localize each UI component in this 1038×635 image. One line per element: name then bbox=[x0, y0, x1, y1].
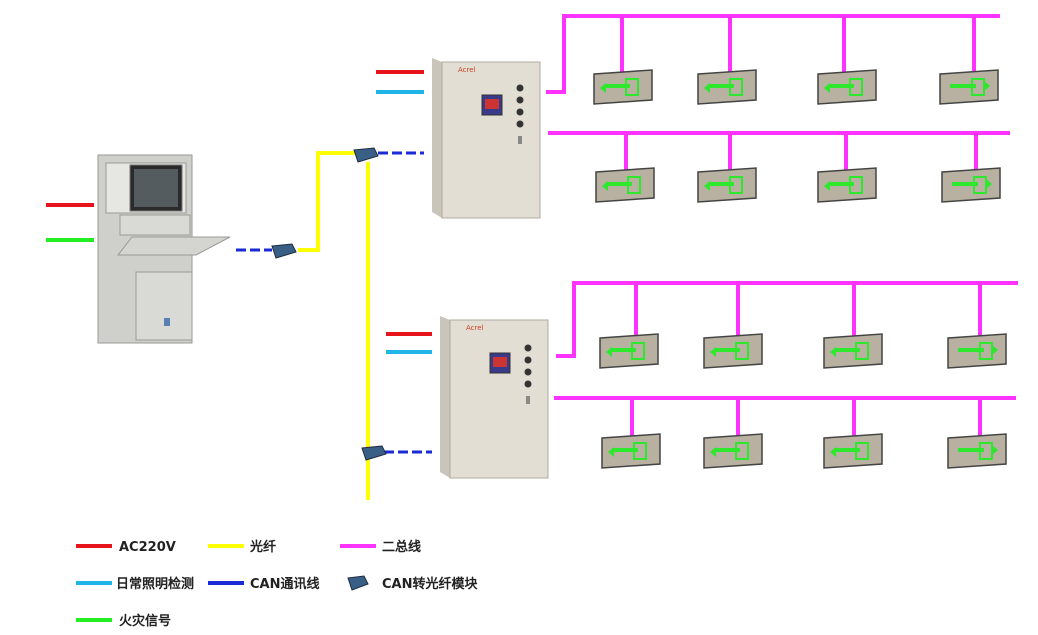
exit-signs bbox=[593, 69, 1007, 469]
distribution-cabinet-bottom: Acrel bbox=[440, 316, 549, 479]
legend-can: CAN通讯线 bbox=[250, 576, 319, 592]
bus-bottom-row1 bbox=[556, 281, 1018, 358]
legend: AC220V 光纤 二总线 日常照明检测 CAN通讯线 CAN转光纤模块 火灾信… bbox=[76, 539, 478, 629]
exit-sign-icon bbox=[601, 433, 661, 469]
can-fiber-converter-icon-2 bbox=[353, 147, 379, 163]
exit-sign-icon bbox=[947, 433, 1007, 469]
bus-drops bbox=[620, 16, 982, 436]
line-fiber-main bbox=[298, 151, 356, 252]
can-fiber-converter-icon-3 bbox=[361, 445, 387, 461]
distribution-cabinet-top: Acrel bbox=[432, 58, 541, 219]
exit-sign-icon bbox=[817, 167, 877, 203]
exit-sign-icon bbox=[703, 433, 763, 469]
exit-sign-icon bbox=[823, 333, 883, 369]
exit-sign-icon bbox=[939, 69, 999, 105]
legend-fiber: 光纤 bbox=[249, 539, 276, 555]
cabinet-brand-top: Acrel bbox=[458, 66, 476, 74]
legend-fire: 火灾信号 bbox=[119, 613, 171, 629]
legend-converter-icon bbox=[347, 575, 369, 591]
bus-top-row1 bbox=[546, 14, 1000, 94]
exit-sign-icon bbox=[703, 333, 763, 369]
can-fiber-converter-icon-1 bbox=[271, 243, 297, 259]
cabinet-brand-bottom: Acrel bbox=[466, 324, 484, 332]
exit-sign-icon bbox=[697, 69, 757, 105]
exit-sign-icon bbox=[697, 167, 757, 203]
exit-sign-icon bbox=[595, 167, 655, 203]
exit-sign-icon bbox=[817, 69, 877, 105]
exit-sign-icon bbox=[823, 433, 883, 469]
exit-sign-icon bbox=[941, 167, 1001, 203]
legend-can-fiber-module: CAN转光纤模块 bbox=[382, 576, 478, 592]
exit-sign-icon bbox=[599, 333, 659, 369]
exit-sign-icon bbox=[947, 333, 1007, 369]
legend-daily-light: 日常照明检测 bbox=[116, 576, 194, 592]
legend-ac220v: AC220V bbox=[119, 540, 176, 555]
legend-two-bus: 二总线 bbox=[382, 539, 421, 555]
workstation-icon bbox=[97, 154, 231, 344]
exit-sign-icon bbox=[593, 69, 653, 105]
